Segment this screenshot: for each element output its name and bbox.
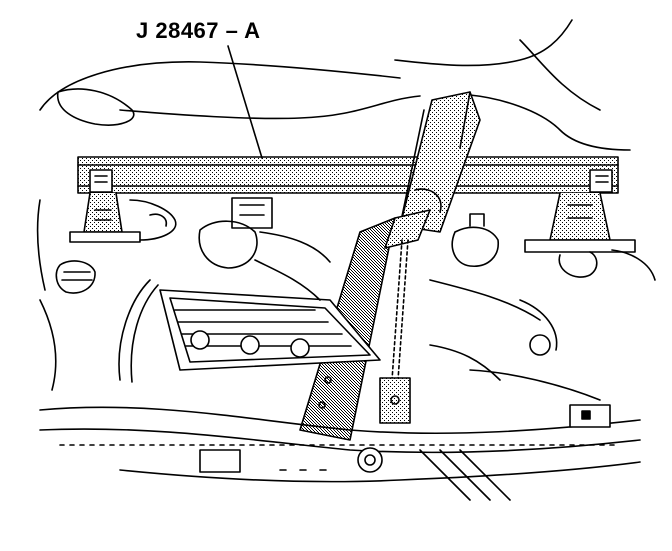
right-engine-components	[429, 213, 601, 401]
lifting-chain	[379, 239, 411, 424]
right-support-foot	[524, 192, 656, 281]
left-hoses	[55, 260, 159, 383]
support-crossbar	[77, 156, 619, 194]
lower-frame	[39, 404, 641, 501]
diagonal-lift-arm	[399, 91, 481, 233]
tool-callout-label: J 28467 – A	[136, 18, 261, 43]
hood-outline	[36, 19, 631, 391]
intake-assembly	[198, 197, 331, 301]
callout-leader-line	[227, 45, 263, 159]
left-support-foot	[69, 192, 177, 243]
valve-cover	[159, 289, 381, 371]
